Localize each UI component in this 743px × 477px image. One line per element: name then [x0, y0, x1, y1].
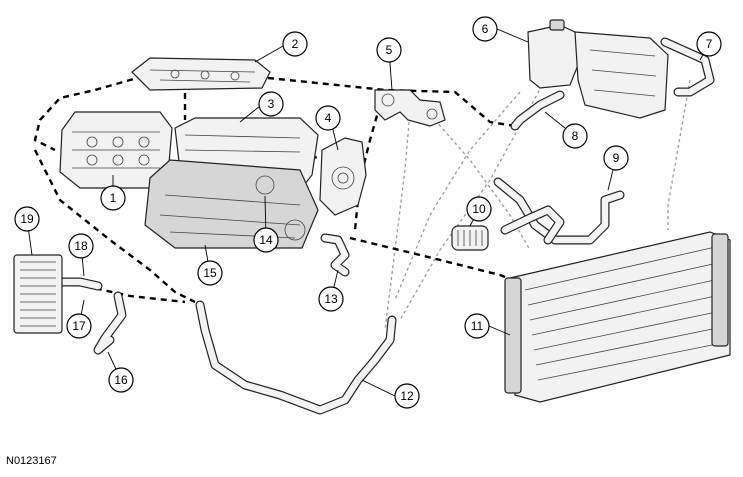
callout-4: 4	[315, 105, 341, 131]
svg-text:1: 1	[110, 191, 117, 205]
upper-radiator-hoses	[493, 177, 625, 245]
svg-text:8: 8	[572, 129, 579, 143]
callout-19: 19	[14, 206, 40, 232]
svg-text:19: 19	[20, 212, 34, 226]
figure-id: N0123167	[6, 455, 57, 467]
svg-text:15: 15	[203, 266, 217, 280]
engine-block	[144, 117, 319, 249]
callout-8: 8	[562, 123, 588, 149]
degas-bottle	[527, 19, 669, 119]
callout-9: 9	[603, 145, 629, 171]
callout-14: 14	[253, 227, 279, 253]
svg-text:3: 3	[268, 97, 275, 111]
radiator	[504, 231, 731, 403]
callout-15: 15	[197, 260, 223, 286]
water-pump	[319, 137, 367, 216]
bypass-hose	[320, 233, 350, 277]
callout-17: 17	[66, 313, 92, 339]
callout-6: 6	[472, 16, 498, 42]
callout-13: 13	[318, 286, 344, 312]
svg-text:6: 6	[482, 22, 489, 36]
thermostat-housing	[374, 89, 446, 127]
callout-10: 10	[466, 196, 492, 222]
callout-5: 5	[376, 37, 402, 63]
svg-text:18: 18	[74, 239, 88, 253]
callout-1: 1	[100, 185, 126, 211]
callout-12: 12	[394, 383, 420, 409]
svg-text:16: 16	[114, 373, 128, 387]
svg-text:2: 2	[292, 37, 299, 51]
callout-3: 3	[258, 91, 284, 117]
svg-text:13: 13	[324, 292, 338, 306]
svg-text:14: 14	[259, 233, 273, 247]
heater-hoses	[57, 277, 127, 355]
svg-text:9: 9	[613, 151, 620, 165]
svg-text:5: 5	[386, 43, 393, 57]
callout-7: 7	[696, 31, 722, 57]
callout-11: 11	[464, 313, 490, 339]
svg-text:11: 11	[471, 319, 484, 333]
coolant-crossover	[131, 57, 271, 91]
svg-text:17: 17	[72, 319, 86, 333]
svg-text:4: 4	[325, 111, 332, 125]
svg-text:7: 7	[706, 37, 713, 51]
callout-2: 2	[282, 31, 308, 57]
callout-18: 18	[68, 233, 94, 259]
degas-hoses	[510, 37, 715, 131]
oil-cooler	[451, 225, 489, 251]
svg-text:12: 12	[400, 389, 414, 403]
callout-16: 16	[108, 367, 134, 393]
svg-text:10: 10	[472, 202, 486, 216]
lower-radiator-hose	[195, 300, 397, 415]
heater-core	[13, 254, 63, 334]
